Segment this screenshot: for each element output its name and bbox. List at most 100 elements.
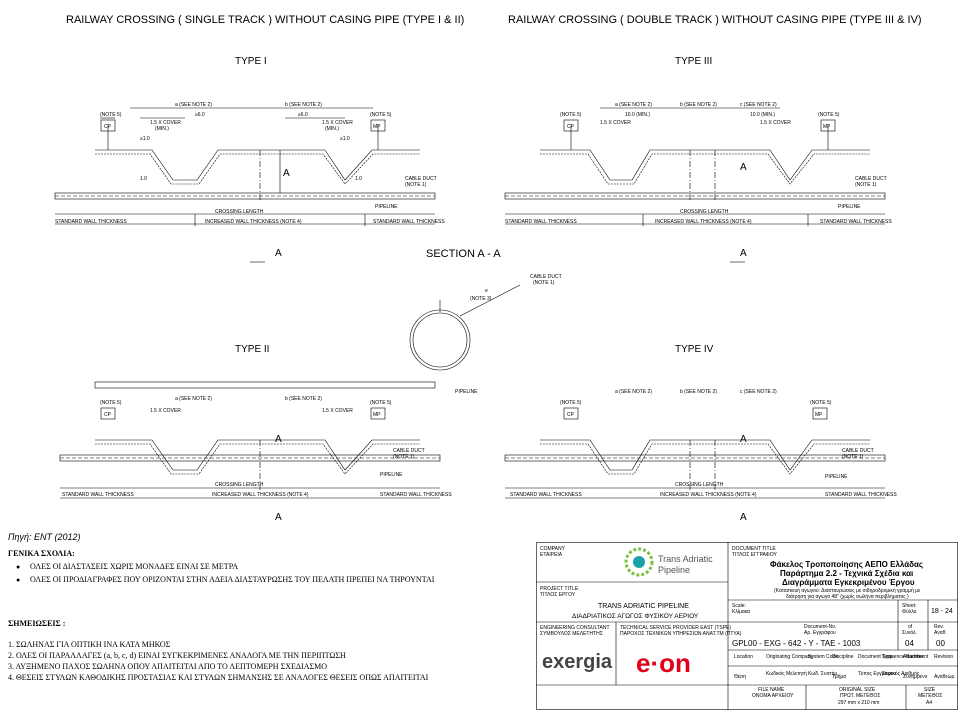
tb-orig: ORIGINAL SIZE <box>839 687 876 693</box>
tb-eon-logo: e·on <box>636 648 691 678</box>
t1-one-c: 1.0 <box>355 176 362 182</box>
t2-std-right: STANDARD WALL THICKNESS <box>380 492 452 498</box>
tb-rev-val: 00 <box>936 639 945 648</box>
tb-col-3: System Code <box>808 654 838 660</box>
t2-cable: CABLE DUCT <box>393 448 425 454</box>
t4-cable-note: (NOTE 1) <box>842 454 864 460</box>
engineering-drawing: (NOTE 5) CP (NOTE 5) MP a (SEE NOTE 2) b… <box>54 102 897 523</box>
tb-sheet-val: 18 - 24 <box>931 608 953 615</box>
label-type-i: TYPE I <box>235 56 267 67</box>
type-iv-drawing <box>504 407 886 499</box>
t1-note5-left: (NOTE 5) <box>100 112 122 118</box>
t1-std-right: STANDARD WALL THICKNESS <box>373 219 445 225</box>
t4-crossing: CROSSING LENGTH <box>675 482 724 488</box>
t3-marker: A <box>740 162 747 173</box>
tb-colgr-8: Αναθεώρ. <box>934 673 956 680</box>
tb-doc-title: DOCUMENT TITLE <box>732 546 776 552</box>
label-type-ii: TYPE II <box>235 344 270 355</box>
tb-orig-val: 297 mm x 210 mm <box>838 700 879 706</box>
label-type-iv: TYPE IV <box>675 344 714 355</box>
tb-doc-l5: διάτρηση για αγωγό 48" (χωρίς σωλήνα περ… <box>786 593 909 600</box>
t1-cover-left: 1.5 X COVER <box>150 120 181 126</box>
notes-heading: ΣΗΜΕΙΩΣΕΙΣ : <box>8 619 66 628</box>
note-1: 1. ΣΩΛΗΝΑΣ ΓΙΑ ΟΠΤΙΚΗ ΙΝΑ ΚΑΤΑ ΜΗΚΟΣ <box>8 640 171 649</box>
t1-mp: MP <box>373 124 381 130</box>
tb-sheet: Sheet: <box>902 603 916 609</box>
t1-pipeline: PIPELINE <box>375 204 398 210</box>
tb-docno-gr: Αρ. Εγγράφου <box>804 629 836 636</box>
t1-std-left: STANDARD WALL THICKNESS <box>55 219 127 225</box>
t2-cable-note: (NOTE 1) <box>393 454 415 460</box>
tb-doc-title-gr: ΤΙΤΛΟΣ ΕΓΓΡΑΦΟΥ <box>732 552 777 558</box>
tb-project-gr: ΤΙΤΛΟΣ ΕΡΓΟΥ <box>540 592 576 598</box>
type-i-drawing <box>54 107 436 226</box>
t2-crossing: CROSSING LENGTH <box>215 482 264 488</box>
tb-rev-gr: Αναθ. <box>934 630 947 636</box>
tb-doc-l4: (Κατασκευή αγωγού: Διασταυρώσεις με σιδη… <box>774 587 921 594</box>
tb-file: FILE NAME <box>758 687 785 693</box>
title-left: RAILWAY CROSSING ( SINGLE TRACK ) WITHOU… <box>66 14 465 26</box>
t3-std-left: STANDARD WALL THICKNESS <box>505 219 577 225</box>
t4-note5-right: (NOTE 5) <box>810 400 832 406</box>
section-cable: CABLE DUCT <box>530 274 562 280</box>
t2-cover-left: 1.5 X COVER <box>150 408 181 414</box>
t4-inc: INCREASED WALL THICKNESS (NOTE 4) <box>660 492 757 498</box>
t1-a: a (SEE NOTE 2) <box>175 102 212 108</box>
t4-b: b (SEE NOTE 2) <box>680 389 717 395</box>
tb-of-gr: Συνόλ. <box>902 629 917 636</box>
t3-c: c (SEE NOTE 2) <box>740 102 777 108</box>
t2-cp: CP <box>104 412 112 418</box>
t3-pipeline: PIPELINE <box>838 204 861 210</box>
t4-cable: CABLE DUCT <box>842 448 874 454</box>
t3-b: b (SEE NOTE 2) <box>680 102 717 108</box>
general-item-2: ΟΛΕΣ ΟΙ ΠΡΟΔΙΑΓΡΑΦΕΣ ΠΟΥ ΟΡΙΖΟΝΤΑΙ ΣΤΗΝ … <box>16 575 434 584</box>
t3-cable: CABLE DUCT <box>855 176 887 182</box>
type-ii-drawing <box>59 381 441 499</box>
t1-ge6a: ≥6.0 <box>195 112 205 118</box>
tb-doc-l3: Διαγράμματα Εγκεκριμένου Έργου <box>782 578 915 587</box>
t3-crossing: CROSSING LENGTH <box>680 209 729 215</box>
tb-company-gr: ΕΤΑΙΡΕΙΑ <box>540 552 563 558</box>
tb-project-val-gr: ΔΙΑΔΡΙΑΤΙΚΟΣ ΑΓΩΓΟΣ ΦΥΣΙΚΟΥ ΑΕΡΙΟΥ <box>572 613 699 620</box>
t3-ten-left: 10.0 (MIN.) <box>625 112 650 118</box>
source-note: Πηγή: ENT (2012) <box>8 532 81 542</box>
tb-company: COMPANY <box>540 546 566 552</box>
t2-mp: MP <box>373 412 381 418</box>
tb-of-val: 04 <box>905 639 914 648</box>
t1-one-b: 1.0 <box>140 176 147 182</box>
section-a-a-drawing <box>250 261 745 371</box>
tb-colgr-5: Τύπος Εγγράφου <box>858 670 896 677</box>
tb-eng-gr: ΣΥΜΒΟΥΛΟΣ ΜΕΛΕΤΗΤΗΣ <box>540 631 603 637</box>
general-item-1: ΟΛΕΣ ΟΙ ΔΙΑΣΤΑΣΕΙΣ ΧΩΡΙΣ ΜΟΝΑΔΕΣ ΕΙΝΑΙ Σ… <box>16 562 238 571</box>
t1-inc: INCREASED WALL THICKNESS (NOTE 4) <box>205 219 302 225</box>
section-marker-left: A <box>275 248 282 259</box>
tb-colgr-6: Σειρικός Αριθμός <box>882 670 920 677</box>
t3-cp: CP <box>567 124 575 130</box>
tb-colgr-3: Κωδ. Συστήμ. <box>808 670 839 677</box>
t4-c: c (SEE NOTE 2) <box>740 389 777 395</box>
tb-exergia-logo: exergia <box>542 651 613 673</box>
tb-orig-gr: ΠΡΩΤ. ΜΕΓΕΘΟΣ <box>840 693 880 699</box>
tb-logo-2: Pipeline <box>658 565 690 575</box>
t4-cp: CP <box>567 412 575 418</box>
t1-note5-right: (NOTE 5) <box>370 112 392 118</box>
tb-project-val: TRANS ADRIATIC PIPELINE <box>598 603 689 610</box>
tb-col-4: Discipline <box>832 654 854 660</box>
t1-cable-note: (NOTE 1) <box>405 182 427 188</box>
t3-note5-left: (NOTE 5) <box>560 112 582 118</box>
tb-col-5: Document Type <box>858 654 893 660</box>
label-type-iii: TYPE III <box>675 56 713 67</box>
t2-cover-right: 1.5 X COVER <box>322 408 353 414</box>
t3-mp: MP <box>823 124 831 130</box>
title-right: RAILWAY CROSSING ( DOUBLE TRACK ) WITHOU… <box>508 14 922 26</box>
note-4: 4. ΘΕΣΕΙΣ ΣΤΥΛΩΝ ΚΑΘΟΔΙΚΗΣ ΠΡΟΣΤΑΣΙΑΣ ΚΑ… <box>8 673 429 682</box>
section-e: e <box>485 288 488 294</box>
title-block: COMPANY ΕΤΑΙΡΕΙΑ Trans Adriatic Pipeline… <box>536 542 958 710</box>
t1-b: b (SEE NOTE 2) <box>285 102 322 108</box>
t2-b: b (SEE NOTE 2) <box>285 396 322 402</box>
section-title: SECTION A - A <box>426 248 501 260</box>
t4-std-left: STANDARD WALL THICKNESS <box>510 492 582 498</box>
tb-logo-1: Trans Adriatic <box>658 554 713 564</box>
tb-rev: Rev. <box>934 624 944 630</box>
tb-colgr-4: Τμήμα <box>832 673 846 680</box>
